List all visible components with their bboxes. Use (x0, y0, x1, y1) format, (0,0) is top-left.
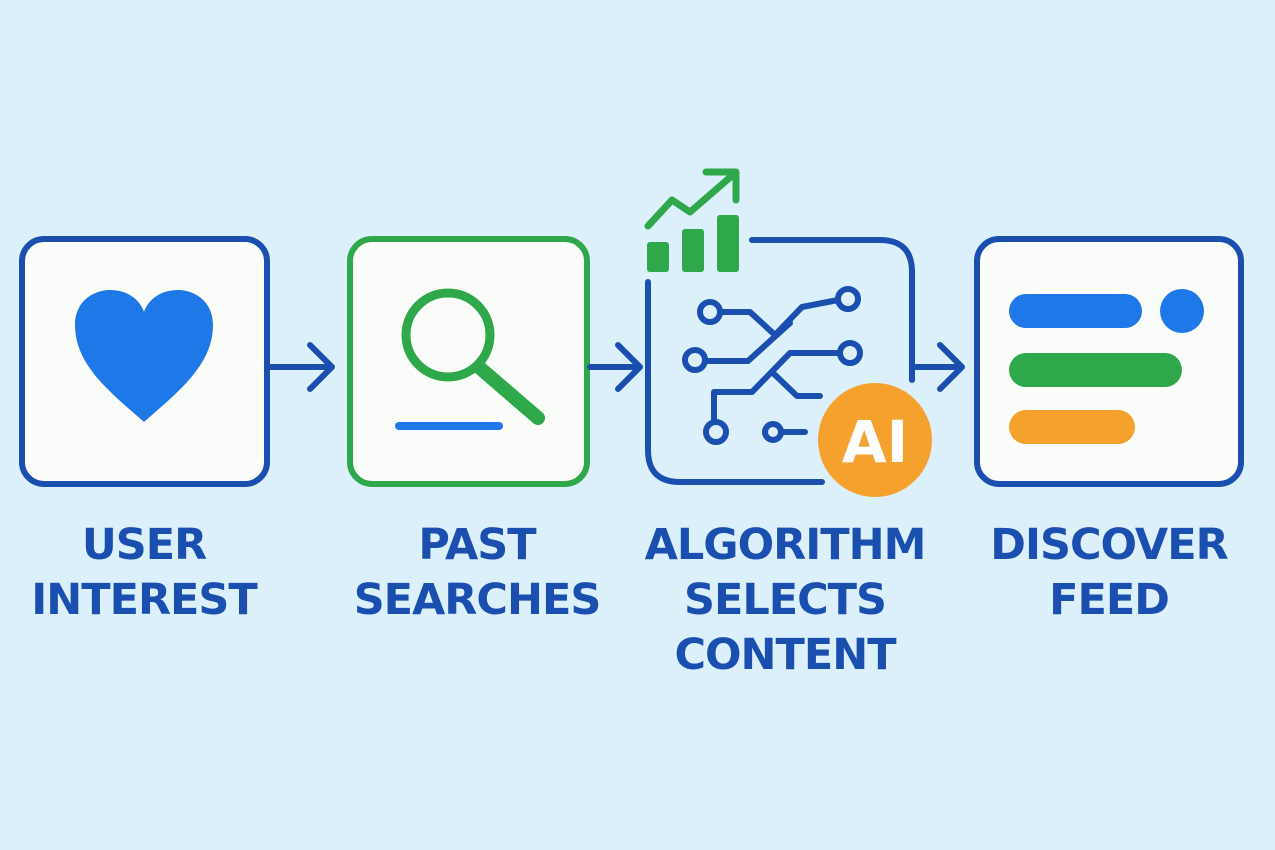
chart-growth-icon (644, 168, 740, 272)
label-line: FEED (1049, 575, 1170, 625)
arrow-icon (909, 342, 965, 392)
label-line: ALGORITHM (644, 520, 927, 570)
ai-badge: AI (818, 383, 932, 497)
circuit-icon (682, 286, 863, 445)
label-line: USER (81, 520, 207, 570)
search-icon (401, 288, 545, 425)
label-line: PAST (418, 520, 536, 570)
heart-icon (75, 290, 213, 422)
step-label-user-interest: USER INTEREST (0, 518, 304, 628)
step-label-past-searches: PAST SEARCHES (317, 518, 637, 628)
label-line: CONTENT (674, 630, 896, 680)
label-line: INTEREST (31, 575, 257, 625)
arrow-icon (587, 342, 643, 392)
step-label-discover-feed: DISCOVER FEED (949, 518, 1269, 628)
step-past-searches-box (347, 236, 590, 487)
feed-icon (1009, 289, 1204, 444)
ai-badge-label: AI (842, 408, 908, 476)
label-line: DISCOVER (990, 520, 1228, 570)
label-line: SEARCHES (353, 575, 602, 625)
arrow-icon (267, 342, 335, 392)
step-user-interest-box (19, 236, 270, 487)
step-algorithm-box (645, 237, 915, 485)
label-line: SELECTS (684, 575, 887, 625)
step-discover-feed-box (974, 236, 1244, 487)
step-label-algorithm: ALGORITHM SELECTS CONTENT (625, 518, 945, 683)
